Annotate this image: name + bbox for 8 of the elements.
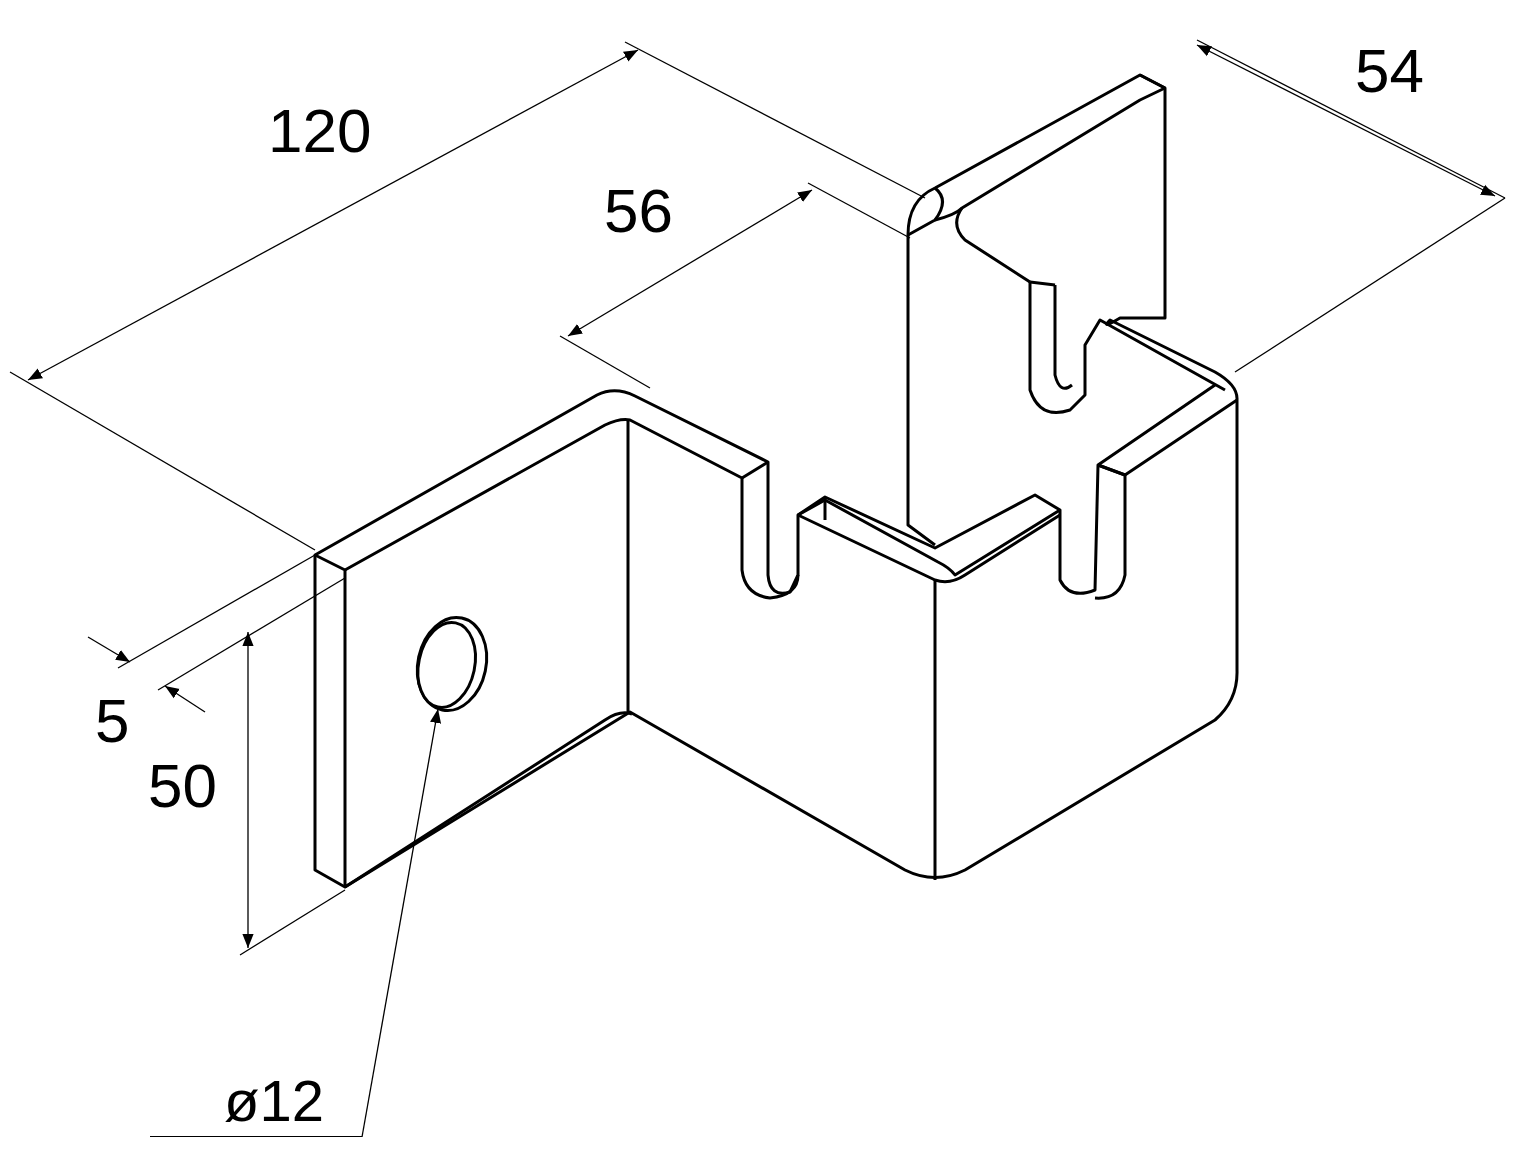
dimension-label: 56 <box>604 180 673 242</box>
leader-line <box>361 708 442 1138</box>
leader-callout: ø12 <box>150 1062 362 1137</box>
dimension-label: 120 <box>268 100 372 162</box>
dimension-label: 50 <box>148 755 217 817</box>
dimension-label: 5 <box>95 690 130 752</box>
hole <box>415 616 489 712</box>
dimension-label: 54 <box>1355 40 1424 102</box>
